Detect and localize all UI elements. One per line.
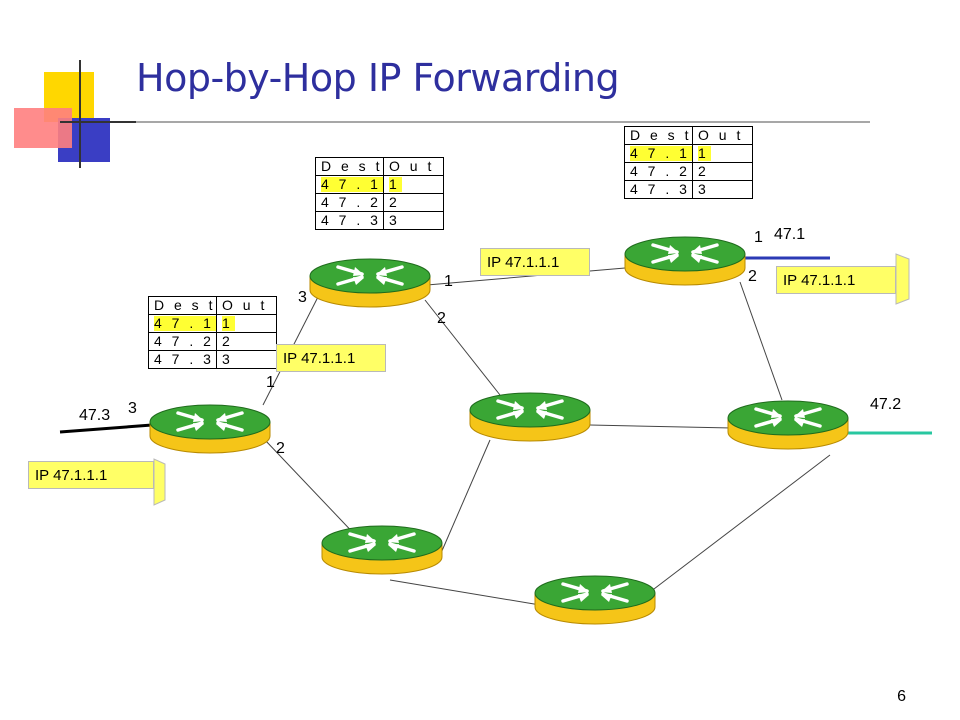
out-header: O u t xyxy=(216,296,277,315)
ext-link-47-3 xyxy=(59,423,153,434)
dest-cell: 4 7 . 1 xyxy=(630,145,692,161)
dest-cell: 4 7 . 3 xyxy=(148,350,217,369)
packet-egress[interactable]: IP 47.1.1.1 xyxy=(776,266,896,294)
port-label: 3 xyxy=(298,289,307,306)
links xyxy=(262,267,831,606)
out-cell: 3 xyxy=(692,180,753,199)
table-row: 4 7 . 1 1 xyxy=(624,144,753,163)
dest-cell: 4 7 . 3 xyxy=(624,180,693,199)
link-bottom-bottomright xyxy=(389,579,541,606)
dest-cell: 4 7 . 3 xyxy=(315,211,384,230)
packet-flag-icon xyxy=(895,253,910,305)
port-label: 2 xyxy=(437,310,446,327)
network-label-left: 47.3 xyxy=(79,407,111,424)
link-mid-bottom xyxy=(437,439,491,561)
network-label-right: 47.2 xyxy=(870,396,902,413)
port-label: 1 xyxy=(444,273,453,290)
router-icon[interactable] xyxy=(320,524,444,576)
router-icon[interactable] xyxy=(308,257,432,309)
dest-header: D e s t xyxy=(624,126,693,145)
router-icon[interactable] xyxy=(623,235,747,287)
packet-hop2[interactable]: IP 47.1.1.1 xyxy=(480,248,590,276)
link-left-bottom xyxy=(264,439,361,541)
router-icon[interactable] xyxy=(726,399,850,451)
out-cell: 1 xyxy=(389,176,402,192)
packet-hop1[interactable]: IP 47.1.1.1 xyxy=(276,344,386,372)
out-header: O u t xyxy=(692,126,753,145)
table-row: 4 7 . 1 1 xyxy=(315,175,444,194)
out-cell: 2 xyxy=(692,162,753,181)
port-label: 3 xyxy=(128,400,137,417)
pink-square xyxy=(14,108,72,148)
out-cell: 1 xyxy=(222,315,235,331)
page-number: 6 xyxy=(897,688,906,705)
link-right-bottomright xyxy=(649,454,831,593)
out-cell: 2 xyxy=(383,193,444,212)
slide-title: Hop-by-Hop IP Forwarding xyxy=(136,56,620,100)
port-label: 1 xyxy=(754,229,763,246)
out-cell: 2 xyxy=(216,332,277,351)
packet-ingress[interactable]: IP 47.1.1.1 xyxy=(28,461,154,489)
dest-header: D e s t xyxy=(148,296,217,315)
link-top-mid xyxy=(424,299,501,396)
out-header: O u t xyxy=(383,157,444,176)
router-icon[interactable] xyxy=(533,574,657,626)
link-top-topright xyxy=(426,267,626,286)
out-cell: 3 xyxy=(216,350,277,369)
out-cell: 1 xyxy=(698,145,711,161)
dest-cell: 4 7 . 2 xyxy=(315,193,384,212)
network-label-top-right: 47.1 xyxy=(774,226,806,243)
dest-cell: 4 7 . 2 xyxy=(624,162,693,181)
dest-cell: 4 7 . 1 xyxy=(321,176,383,192)
port-label: 1 xyxy=(266,374,275,391)
port-label: 2 xyxy=(276,440,285,457)
router-icon[interactable] xyxy=(148,403,272,455)
router-icon[interactable] xyxy=(468,391,592,443)
dest-cell: 4 7 . 1 xyxy=(154,315,216,331)
port-label: 2 xyxy=(748,268,757,285)
link-mid-right xyxy=(589,424,733,429)
link-topright-right xyxy=(739,281,783,401)
dest-cell: 4 7 . 2 xyxy=(148,332,217,351)
packet-flag-icon xyxy=(153,458,166,506)
table-row: 4 7 . 1 1 xyxy=(148,314,277,333)
dest-header: D e s t xyxy=(315,157,384,176)
out-cell: 3 xyxy=(383,211,444,230)
